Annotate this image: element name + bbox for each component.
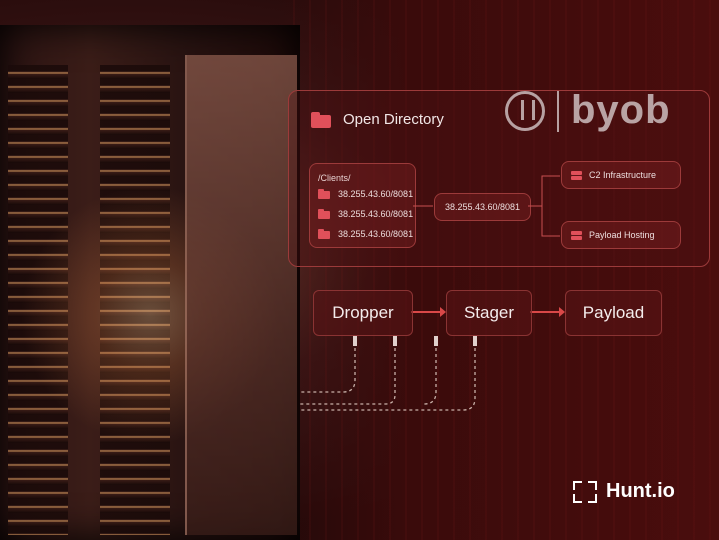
binary-background bbox=[279, 0, 719, 540]
c2-infrastructure-node: C2 Infrastructure bbox=[561, 161, 681, 189]
byob-logo: byob bbox=[505, 88, 671, 133]
byob-mark-icon bbox=[505, 90, 545, 131]
target-label: C2 Infrastructure bbox=[589, 170, 657, 180]
client-address: 38.255.43.60/8081 bbox=[338, 229, 414, 239]
folder-icon bbox=[311, 111, 331, 128]
clients-path: /Clients/ bbox=[318, 173, 351, 183]
rack-column bbox=[8, 65, 68, 535]
panel-header: Open Directory bbox=[311, 111, 444, 128]
folder-icon bbox=[318, 189, 330, 199]
client-entry: 38.255.43.60/8081 bbox=[318, 229, 413, 239]
panel-title: Open Directory bbox=[343, 111, 444, 128]
target-label: Payload Hosting bbox=[589, 230, 655, 240]
hub-address: 38.255.43.60/8081 bbox=[434, 193, 531, 221]
client-entry: 38.255.43.60/8081 bbox=[318, 209, 413, 219]
payload-stage: Payload bbox=[565, 290, 662, 336]
dropper-stage: Dropper bbox=[313, 290, 413, 336]
folder-icon bbox=[318, 229, 330, 239]
client-address: 38.255.43.60/8081 bbox=[338, 189, 414, 199]
client-entry: 38.255.43.60/8081 bbox=[318, 189, 413, 199]
server-icon bbox=[571, 170, 582, 180]
hunt-wordmark: Hunt.io bbox=[606, 480, 675, 502]
stager-stage: Stager bbox=[446, 290, 532, 336]
hunt-mark-icon bbox=[573, 480, 597, 503]
logo-divider bbox=[557, 89, 559, 132]
server-icon bbox=[571, 230, 582, 240]
rack-column bbox=[100, 65, 170, 535]
hunt-logo: Hunt.io bbox=[573, 480, 675, 503]
payload-hosting-node: Payload Hosting bbox=[561, 221, 681, 249]
open-directory-panel: Open Directory /Clients/ 38.255.43.60/80… bbox=[288, 90, 710, 267]
client-address: 38.255.43.60/8081 bbox=[338, 209, 414, 219]
folder-icon bbox=[318, 209, 330, 219]
rack-door bbox=[185, 55, 297, 535]
clients-directory: /Clients/ 38.255.43.60/8081 38.255.43.60… bbox=[309, 163, 416, 248]
byob-wordmark: byob bbox=[571, 88, 671, 132]
